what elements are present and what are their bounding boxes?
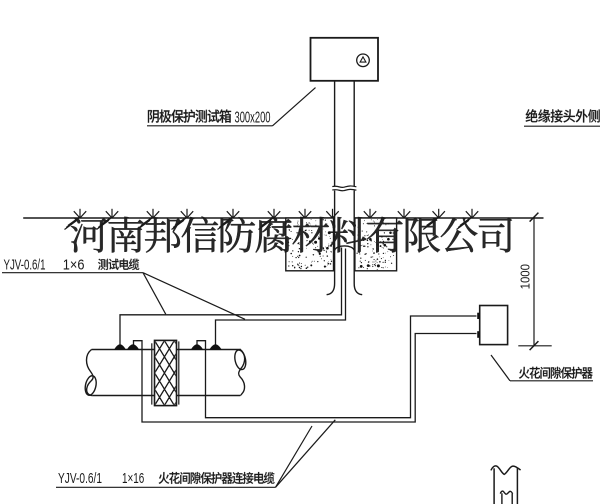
- svg-text:1×6: 1×6: [63, 257, 85, 274]
- svg-text:300x200: 300x200: [235, 110, 271, 127]
- svg-text:YJV-0.6/1: YJV-0.6/1: [4, 257, 46, 274]
- svg-text:1000: 1000: [518, 264, 533, 289]
- svg-text:1×16: 1×16: [122, 470, 144, 487]
- svg-text:YJV-0.6/1: YJV-0.6/1: [58, 470, 102, 487]
